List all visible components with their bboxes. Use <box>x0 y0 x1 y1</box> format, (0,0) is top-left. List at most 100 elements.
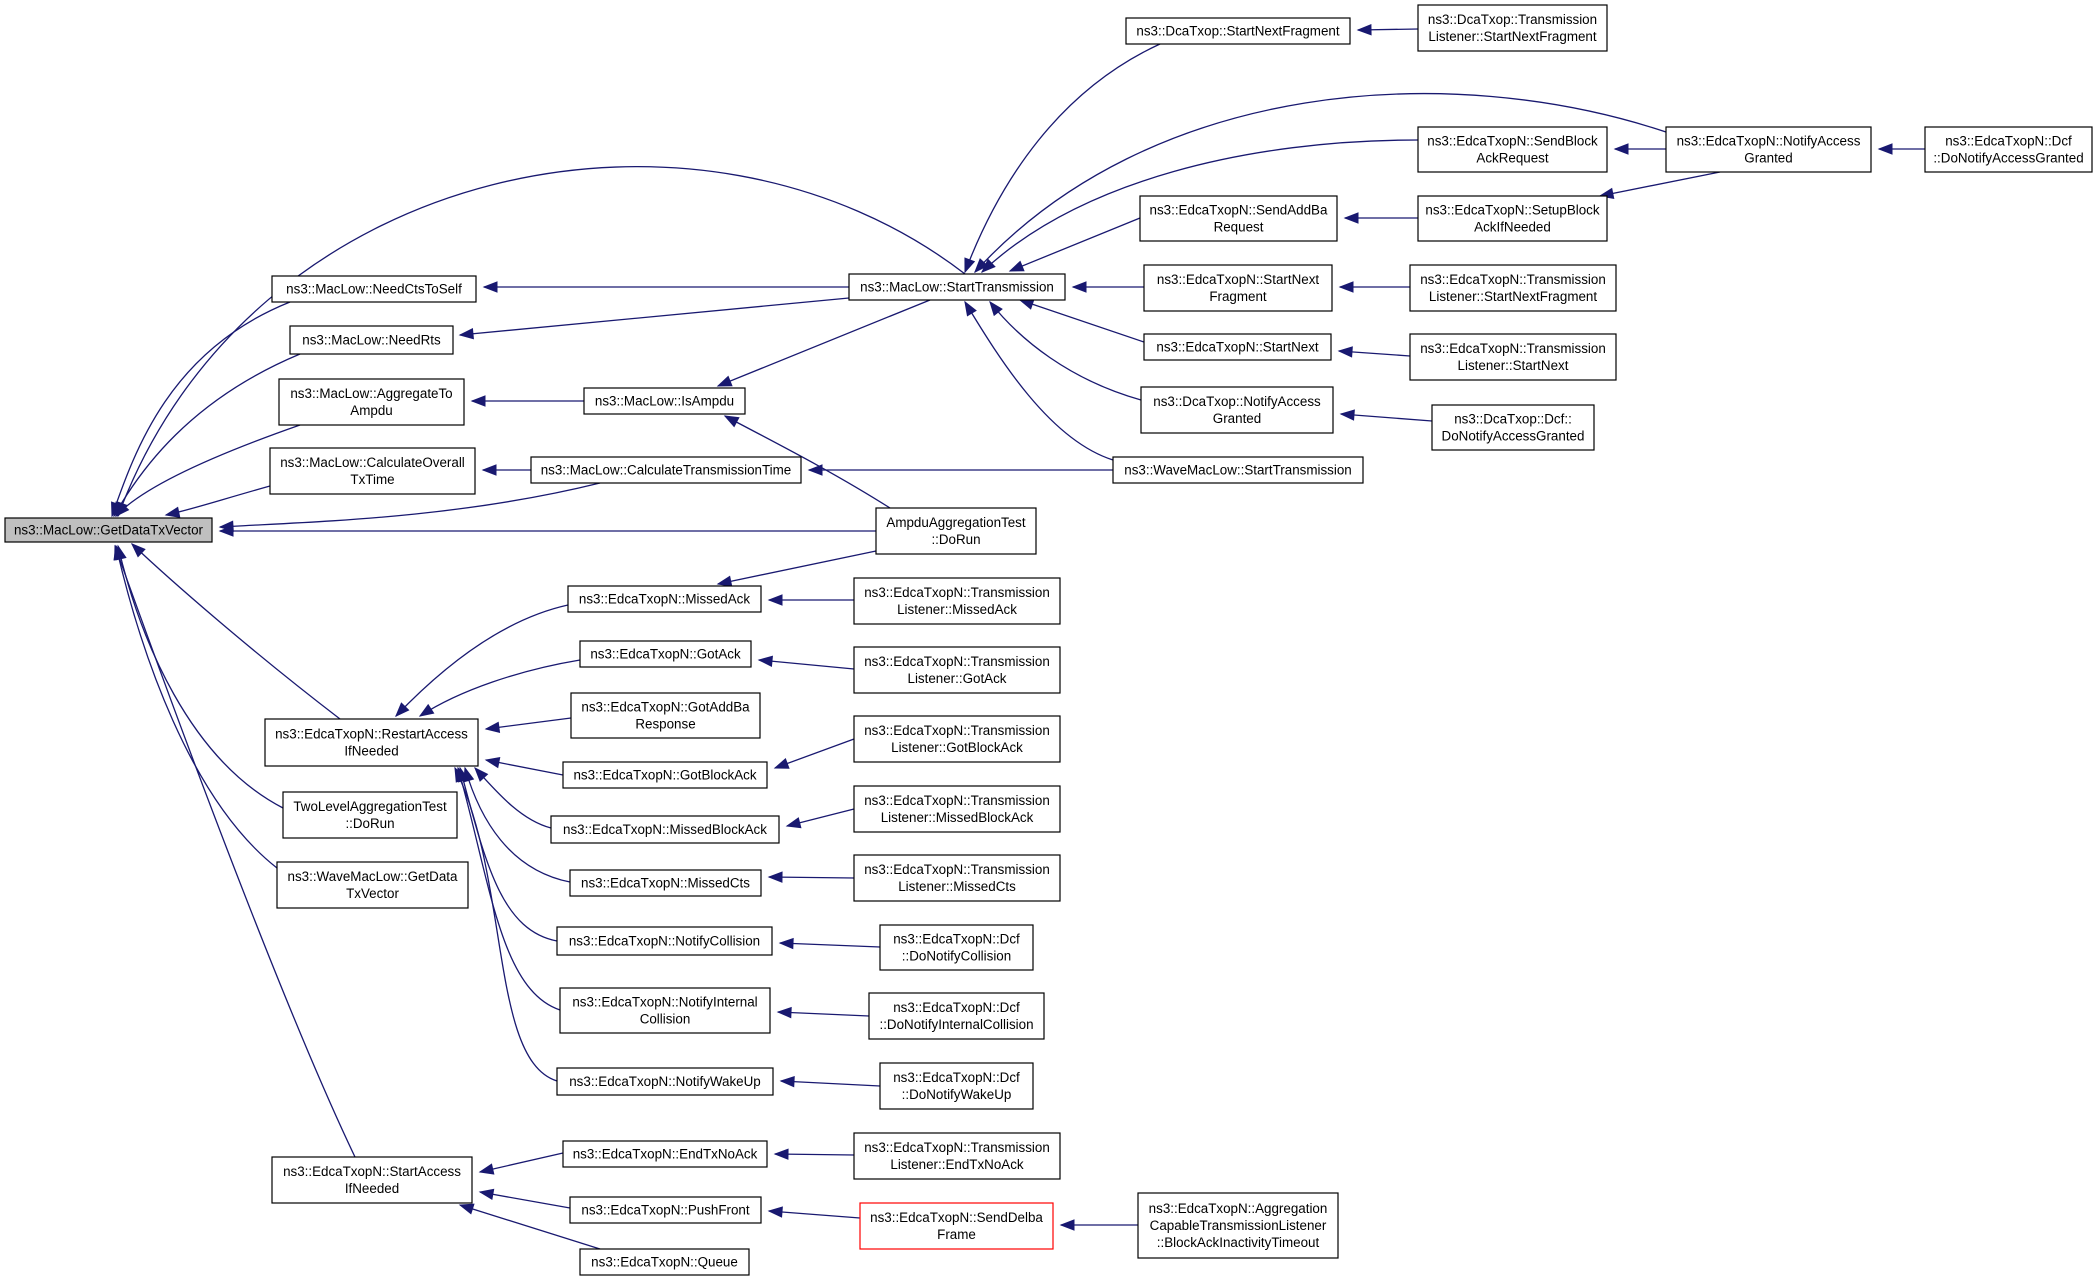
node-waveGetData[interactable]: ns3::WaveMacLow::GetDataTxVector <box>276 861 469 909</box>
node-box <box>1409 333 1617 381</box>
node-box <box>264 718 479 767</box>
node-label: ns3::EdcaTxopN::MissedCts <box>581 876 750 891</box>
node-missedBlockAck[interactable]: ns3::EdcaTxopN::MissedBlockAck <box>550 815 780 844</box>
node-edcaNotifyAccess[interactable]: ns3::EdcaTxopN::NotifyAccessGranted <box>1665 126 1872 173</box>
node-tlGotAck[interactable]: ns3::EdcaTxopN::TransmissionListener::Go… <box>853 646 1061 694</box>
node-missedAck[interactable]: ns3::EdcaTxopN::MissedAck <box>567 585 762 613</box>
node-notifyCollision[interactable]: ns3::EdcaTxopN::NotifyCollision <box>556 926 773 956</box>
arrowhead <box>767 594 783 606</box>
edge-line <box>457 767 561 1011</box>
node-waveStartTrans[interactable]: ns3::WaveMacLow::StartTransmission <box>1112 456 1364 484</box>
node-label: Listener::EndTxNoAck <box>890 1157 1024 1172</box>
node-label: ns3::EdcaTxopN::Dcf <box>893 932 1020 947</box>
node-box <box>579 640 752 668</box>
arrowhead <box>1613 143 1629 155</box>
node-needRts[interactable]: ns3::MacLow::NeedRts <box>289 325 454 355</box>
node-box <box>1112 456 1364 484</box>
edge-line <box>717 550 877 585</box>
arrowhead <box>1343 212 1359 224</box>
node-edcaStartNextFrag[interactable]: ns3::EdcaTxopN::StartNextFragment <box>1143 264 1333 312</box>
edge-dcaDcfAccess-to-dcaNotifyAccess <box>1339 409 1433 422</box>
node-tlGotBlockAck[interactable]: ns3::EdcaTxopN::TransmissionListener::Go… <box>853 715 1061 763</box>
node-label: ns3::EdcaTxopN::MissedAck <box>579 592 750 607</box>
node-label: Request <box>1214 220 1264 235</box>
node-label: ns3::EdcaTxopN::GotAck <box>590 647 741 662</box>
edge-dcfWakeUp-to-notifyWakeUp <box>779 1075 881 1088</box>
node-twoLevel[interactable]: TwoLevelAggregationTest::DoRun <box>282 791 458 839</box>
node-label: ns3::EdcaTxopN::StartNext <box>1157 272 1320 287</box>
node-label: ns3::EdcaTxopN::Transmission <box>864 862 1050 877</box>
edge-line <box>989 301 1142 401</box>
node-dcaNotifyAccess[interactable]: ns3::DcaTxop::NotifyAccessGranted <box>1140 386 1334 434</box>
node-box <box>269 447 476 495</box>
edge-notifyWakeUp-to-restartAccess <box>454 766 558 1082</box>
node-tlMissedBlockAck[interactable]: ns3::EdcaTxopN::TransmissionListener::Mi… <box>853 785 1061 833</box>
node-edcaDcfAccess[interactable]: ns3::EdcaTxopN::Dcf::DoNotifyAccessGrant… <box>1924 126 2093 173</box>
node-gotAck[interactable]: ns3::EdcaTxopN::GotAck <box>579 640 752 668</box>
node-tlMissedCts[interactable]: ns3::EdcaTxopN::TransmissionListener::Mi… <box>853 854 1061 902</box>
node-dcfCollision[interactable]: ns3::EdcaTxopN::Dcf::DoNotifyCollision <box>879 924 1034 971</box>
node-tlMissedAck[interactable]: ns3::EdcaTxopN::TransmissionListener::Mi… <box>853 577 1061 625</box>
edge-dcaStartNextFrag-to-startTrans <box>964 43 1161 274</box>
node-root[interactable]: ns3::MacLow::GetDataTxVector <box>4 517 213 543</box>
node-label: IfNeeded <box>345 1181 399 1196</box>
node-dcfInternal[interactable]: ns3::EdcaTxopN::Dcf::DoNotifyInternalCol… <box>868 992 1045 1040</box>
node-label: ns3::MacLow::CalculateOverall <box>280 455 465 470</box>
node-edcaStartNext[interactable]: ns3::EdcaTxopN::StartNext <box>1143 333 1332 361</box>
arrowhead <box>114 544 125 561</box>
arrowhead <box>117 501 129 518</box>
edge-line <box>1599 171 1721 197</box>
node-label: Listener::MissedCts <box>898 879 1016 894</box>
edge-calcOverall-to-root <box>164 485 271 518</box>
arrowhead <box>130 543 146 558</box>
node-endTxNoAck[interactable]: ns3::EdcaTxopN::EndTxNoAck <box>562 1140 768 1168</box>
node-dcaTlStartNextFrag[interactable]: ns3::DcaTxop::TransmissionListener::Star… <box>1417 4 1608 52</box>
node-aggCapable[interactable]: ns3::EdcaTxopN::AggregationCapableTransm… <box>1137 1192 1339 1259</box>
node-label: ns3::MacLow::AggregateTo <box>290 386 452 401</box>
node-gotBlockAck[interactable]: ns3::EdcaTxopN::GotBlockAck <box>562 761 768 789</box>
edge-line <box>768 1210 861 1219</box>
node-notifyWakeUp[interactable]: ns3::EdcaTxopN::NotifyWakeUp <box>556 1067 774 1096</box>
node-needCts[interactable]: ns3::MacLow::NeedCtsToSelf <box>271 275 477 303</box>
node-tlStartNext[interactable]: ns3::EdcaTxopN::TransmissionListener::St… <box>1409 333 1617 381</box>
arrowhead <box>478 1188 495 1201</box>
node-missedCts[interactable]: ns3::EdcaTxopN::MissedCts <box>569 869 762 897</box>
node-notifyInternal[interactable]: ns3::EdcaTxopN::NotifyInternalCollision <box>559 987 771 1034</box>
node-queue[interactable]: ns3::EdcaTxopN::Queue <box>579 1248 750 1276</box>
node-tlEndTxNoAck[interactable]: ns3::EdcaTxopN::TransmissionListener::En… <box>853 1132 1061 1180</box>
node-startTrans[interactable]: ns3::MacLow::StartTransmission <box>848 273 1066 301</box>
node-dcfWakeUp[interactable]: ns3::EdcaTxopN::Dcf::DoNotifyWakeUp <box>879 1062 1034 1110</box>
node-box <box>271 1156 473 1204</box>
node-label: ns3::EdcaTxopN::StartAccess <box>283 1164 461 1179</box>
node-dcaDcfAccess[interactable]: ns3::DcaTxop::Dcf::DoNotifyAccessGranted <box>1431 404 1595 451</box>
node-label: ns3::EdcaTxopN::Transmission <box>1420 272 1606 287</box>
node-label: ns3::EdcaTxopN::Transmission <box>1420 341 1606 356</box>
node-ampduTest[interactable]: AmpduAggregationTest::DoRun <box>875 507 1037 555</box>
arrowhead <box>779 1075 795 1088</box>
node-tlStartNextFrag[interactable]: ns3::EdcaTxopN::TransmissionListener::St… <box>1409 264 1617 312</box>
edge-tlMissedCts-to-missedCts <box>767 871 855 883</box>
node-label: ns3::EdcaTxopN::StartNext <box>1156 340 1319 355</box>
node-label: ns3::EdcaTxopN::Aggregation <box>1149 1201 1328 1216</box>
edge-line <box>964 43 1161 273</box>
edge-pushFront-to-startAccess <box>478 1188 571 1209</box>
node-calcTrans[interactable]: ns3::MacLow::CalculateTransmissionTime <box>530 456 802 484</box>
node-label: ::DoNotifyAccessGranted <box>1933 151 2083 166</box>
node-label: ns3::MacLow::GetDataTxVector <box>14 523 204 538</box>
node-label: ns3::EdcaTxopN::Transmission <box>864 585 1050 600</box>
node-dcaStartNextFrag[interactable]: ns3::DcaTxop::StartNextFragment <box>1125 17 1351 45</box>
edge-needCts-to-root <box>111 301 291 518</box>
edge-line <box>981 139 1419 273</box>
node-pushFront[interactable]: ns3::EdcaTxopN::PushFront <box>569 1196 762 1224</box>
node-isAmpdu[interactable]: ns3::MacLow::IsAmpdu <box>583 387 746 415</box>
node-label: ns3::MacLow::CalculateTransmissionTime <box>541 463 792 478</box>
